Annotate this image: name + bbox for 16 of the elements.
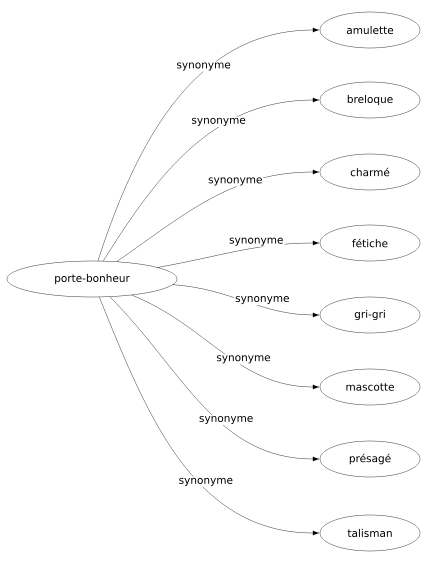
edge-label: synonyme bbox=[216, 355, 270, 364]
edge-label: synonyme bbox=[179, 478, 232, 486]
arrow bbox=[98, 28, 320, 262]
arrow bbox=[110, 296, 320, 462]
arrow bbox=[132, 294, 320, 390]
edge-label: synonyme bbox=[236, 296, 289, 304]
arrow bbox=[116, 170, 320, 262]
arrow bbox=[99, 296, 320, 536]
edge-label: synonyme bbox=[177, 62, 230, 71]
arrow bbox=[158, 240, 320, 268]
edge-label: synonyme bbox=[208, 177, 262, 186]
arrow bbox=[103, 98, 320, 262]
edge-label: synonyme bbox=[200, 416, 253, 424]
edge-label: synonyme bbox=[230, 238, 283, 246]
arrow bbox=[172, 284, 320, 318]
edge-label: synonyme bbox=[192, 118, 246, 126]
